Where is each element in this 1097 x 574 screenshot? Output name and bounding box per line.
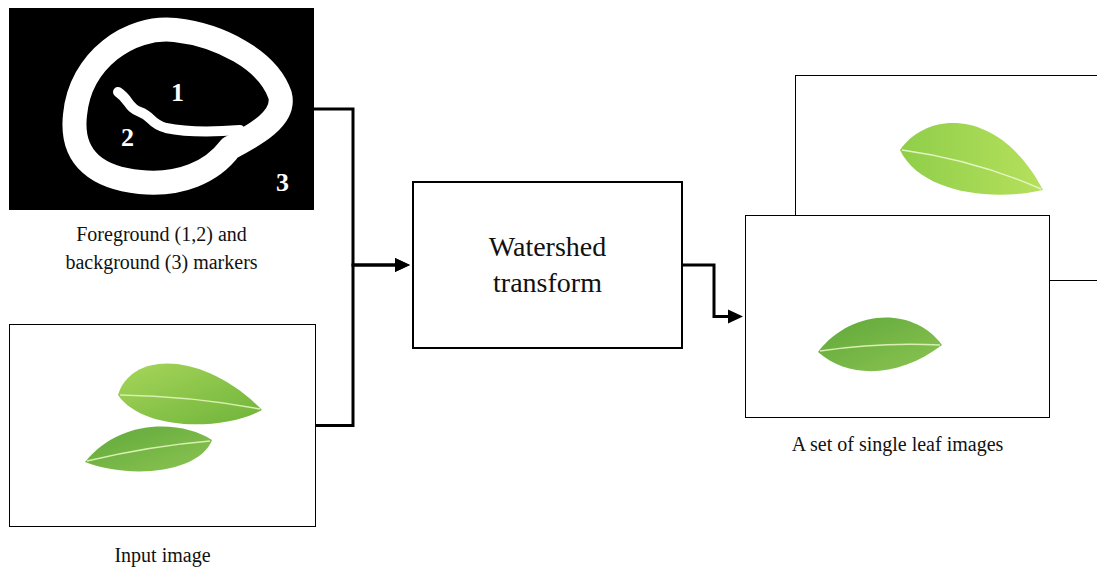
input-image	[10, 325, 316, 527]
flow-arrow	[683, 265, 743, 324]
connector-line	[316, 265, 398, 426]
callout-number: 2	[121, 124, 134, 152]
image-caption: Input image	[23, 541, 303, 569]
arrow-head	[395, 258, 410, 272]
input-panel: Input image	[9, 324, 316, 569]
flow-arrow	[314, 109, 410, 272]
marker-image	[9, 8, 314, 210]
connector-line	[314, 109, 398, 265]
process-label: Watershed transform	[463, 229, 633, 301]
callout-number: 1	[171, 79, 184, 107]
process-box: Watershed transform	[412, 181, 683, 349]
connector-line	[683, 265, 731, 317]
arrow-head	[395, 258, 410, 272]
output-image-front	[746, 216, 1050, 418]
arrow-head	[728, 310, 743, 324]
marker-panel: Foreground (1,2) and background (3) mark…	[9, 8, 314, 276]
flow-arrow	[316, 258, 410, 426]
callout-number: 3	[276, 169, 289, 197]
image-caption: Foreground (1,2) and background (3) mark…	[37, 220, 287, 276]
output-panel: A set of single leaf images	[745, 215, 1050, 458]
image-caption: A set of single leaf images	[748, 430, 1048, 458]
